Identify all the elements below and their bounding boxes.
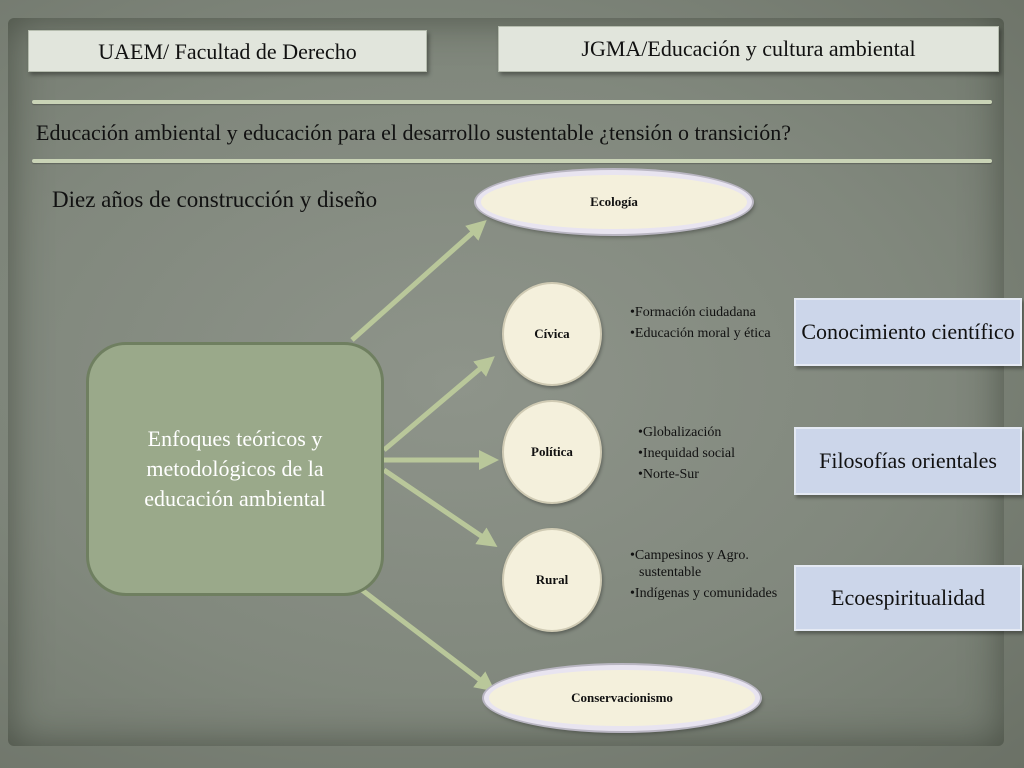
arrow-to-ecologia (350, 220, 487, 342)
header-tab-right: JGMA/Educación y cultura ambiental (498, 26, 999, 72)
node-conservacionismo: Conservacionismo (484, 665, 760, 731)
slide-title: Educación ambiental y educación para el … (36, 120, 792, 145)
box-filosofias-orientales: Filosofías orientales (794, 427, 1022, 495)
bullets-politica: •Globalización •Inequidad social •Norte-… (638, 424, 788, 487)
bullet-item: •Inequidad social (638, 446, 736, 461)
arrow-to-conservacionismo (360, 588, 496, 692)
central-concept-label: Enfoques teóricos y metodológicos de la … (144, 426, 326, 511)
node-ecologia-label: Ecología (590, 194, 638, 209)
slide-subtitle: Diez años de construcción y diseño (52, 187, 378, 212)
arrow-to-rural (382, 467, 498, 548)
node-politica-label: Política (531, 444, 573, 459)
bullet-item: •Campesinos y Agro. sustentable (630, 548, 749, 580)
central-concept-box: Enfoques teóricos y metodológicos de la … (86, 342, 384, 596)
box-ecoespiritualidad-label: Ecoespiritualidad (831, 585, 985, 610)
node-rural-label: Rural (535, 572, 569, 587)
arrow-to-civica (382, 356, 495, 452)
node-ecologia: Ecología (476, 170, 752, 234)
bullet-item: •Educación moral y ética (630, 326, 771, 341)
node-politica: Política (502, 400, 602, 504)
box-filosofias-label: Filosofías orientales (819, 448, 997, 473)
node-civica: Cívica (502, 282, 602, 386)
header-tab-left: UAEM/ Facultad de Derecho (28, 30, 427, 72)
bullet-item: •Formación ciudadana (630, 305, 756, 320)
box-ecoespiritualidad: Ecoespiritualidad (794, 565, 1022, 631)
divider-bottom (32, 159, 992, 163)
node-rural: Rural (502, 528, 602, 632)
bullets-rural: •Campesinos y Agro. sustentable •Indígen… (630, 547, 800, 606)
node-civica-label: Cívica (534, 326, 570, 341)
bullet-item: •Norte-Sur (638, 467, 699, 482)
bullets-civica: •Formación ciudadana •Educación moral y … (630, 304, 780, 346)
box-conocimiento-label: Conocimiento científico (801, 319, 1015, 344)
node-conservacionismo-label: Conservacionismo (571, 690, 673, 705)
bullet-item: •Indígenas y comunidades (630, 586, 778, 601)
bullet-item: •Globalización (638, 425, 722, 440)
box-conocimiento-cientifico: Conocimiento científico (794, 298, 1022, 366)
divider-top (32, 100, 992, 104)
